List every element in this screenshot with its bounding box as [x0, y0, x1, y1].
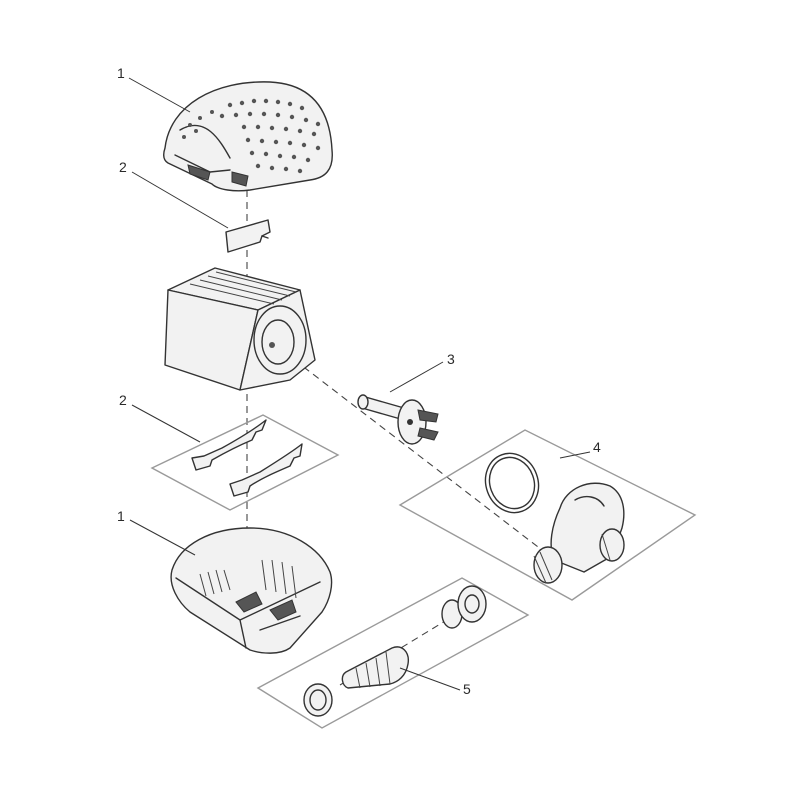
callout-part-2-top-bracket: 2	[119, 159, 127, 175]
bottom-housing	[170, 527, 333, 654]
rotor-shaft	[357, 394, 439, 445]
hose-adapter-group	[256, 577, 530, 729]
top-bracket	[225, 219, 271, 253]
callout-part-1-top-cover: 1	[117, 65, 125, 81]
motor-block	[164, 267, 316, 391]
callout-part-5-hose-adapter: 5	[463, 681, 471, 697]
outlet-group	[398, 429, 697, 601]
callout-part-3-shaft: 3	[447, 351, 455, 367]
callout-part-1-bottom-housing: 1	[117, 508, 125, 524]
callout-part-4-outlet: 4	[593, 439, 601, 455]
callout-part-2-bracket-pair: 2	[119, 392, 127, 408]
callout-leaders	[128, 77, 591, 691]
bracket-pair-group	[150, 414, 340, 511]
top-filter-cover	[163, 81, 333, 192]
